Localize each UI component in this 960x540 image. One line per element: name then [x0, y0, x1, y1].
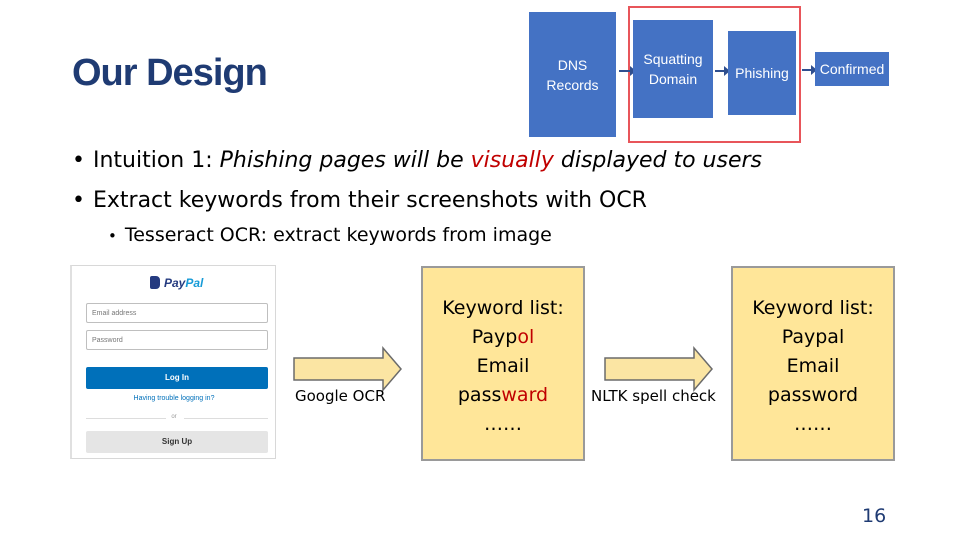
keyword-list-raw: Keyword list: Paypol Email passward ……	[421, 266, 585, 461]
pipeline-step-phishing: Phishing	[728, 31, 796, 115]
signup-button[interactable]: Sign Up	[86, 431, 268, 453]
bullet-intuition: •Intuition 1: Phishing pages will be vis…	[72, 148, 763, 173]
bullet-extract-keywords: •Extract keywords from their screenshots…	[72, 188, 647, 213]
paypal-logo-icon	[150, 276, 160, 289]
pipeline-arrow-3	[802, 65, 817, 75]
keyword-email: Email	[476, 355, 530, 377]
keyword-email: Email	[786, 355, 840, 377]
divider-left	[86, 418, 166, 419]
keyword-password: password	[767, 384, 859, 406]
keyword-paypol: Paypol	[471, 326, 535, 348]
sub-bullet-tesseract: •Tesseract OCR: extract keywords from im…	[108, 224, 552, 246]
keyword-list-corrected: Keyword list: Paypal Email password ……	[731, 266, 895, 461]
trouble-logging-in-link[interactable]: Having trouble logging in?	[133, 395, 215, 402]
ocr-arrow-icon	[293, 346, 402, 392]
keyword-paypal: Paypal	[781, 326, 845, 348]
slide-title: Our Design	[72, 52, 268, 94]
pipeline-highlight-frame	[628, 6, 801, 143]
keyword-ellipsis: ……	[794, 413, 832, 435]
keyword-list-heading: Keyword list:	[752, 297, 874, 319]
email-field[interactable]: Email address	[86, 303, 268, 323]
paypal-login-screenshot: PayPal Email address Password Log In Hav…	[70, 265, 276, 459]
spell-check-arrow-icon	[604, 346, 713, 392]
nltk-spell-check-label: NLTK spell check	[591, 387, 716, 405]
password-field[interactable]: Password	[86, 330, 268, 350]
emphasis-visually: visually	[470, 148, 554, 173]
keyword-ellipsis: ……	[484, 413, 522, 435]
page-number: 16	[862, 505, 887, 527]
or-separator: or	[171, 414, 177, 420]
pipeline-arrow-2	[715, 66, 730, 76]
divider-right	[184, 418, 268, 419]
keyword-passward: passward	[457, 384, 549, 406]
keyword-list-heading: Keyword list:	[442, 297, 564, 319]
login-button[interactable]: Log In	[86, 367, 268, 389]
pipeline-step-confirmed: Confirmed	[815, 52, 889, 86]
google-ocr-label: Google OCR	[295, 387, 386, 405]
pipeline-arrow-1	[619, 66, 636, 76]
paypal-logo: PayPal	[164, 276, 204, 290]
